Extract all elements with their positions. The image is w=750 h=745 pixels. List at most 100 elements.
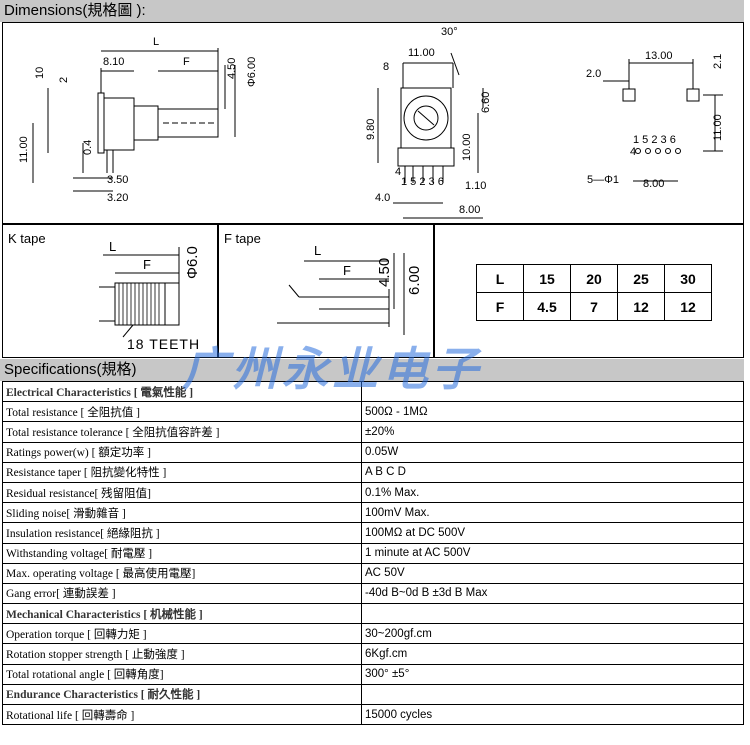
front-dim-label: 11.00 — [408, 47, 435, 59]
spec-section-row: Endurance Characteristics [ 耐久性能 ] — [2, 683, 744, 706]
spec-row: Gang error[ 連動誤差 ]-40d B~0d B ±3d B Max — [2, 582, 744, 605]
front-pin4-label: 4 — [395, 166, 401, 178]
spec-key: Total rotational angle [ 回轉角度] — [2, 663, 362, 685]
front-dim-label: 6.60 — [480, 92, 492, 113]
spec-section-empty — [361, 683, 744, 706]
front-view-drawing — [377, 52, 484, 219]
side-L-label: L — [153, 36, 159, 48]
lf-row-F: F 4.5 7 12 12 — [476, 292, 712, 321]
lf-cell: L — [476, 264, 524, 293]
spec-key: Residual resistance[ 残留阻值] — [2, 481, 362, 504]
lf-cell: 15 — [523, 264, 571, 293]
front-dim-label: 9.80 — [365, 119, 377, 140]
side-view-drawing — [32, 48, 236, 192]
spec-section-title: Mechanical Characteristics [ 机械性能 ] — [2, 603, 362, 625]
spec-value: 100MΩ at DC 500V — [361, 522, 744, 544]
front-dim-label: 8 — [383, 61, 389, 73]
k-tape-F-label: F — [143, 257, 151, 272]
lf-cell: 20 — [570, 264, 618, 293]
pcb-dim-label: 8.00 — [643, 178, 664, 190]
side-dim-label: 0.4 — [82, 140, 94, 155]
f-tape-dim-label: 6.00 — [406, 266, 423, 295]
dimension-drawing-panel: L F 8.10 10 2 4.50 Φ6.00 11.00 0.4 3.50 … — [2, 22, 744, 224]
side-dim-label: 4.50 — [226, 58, 238, 79]
pcb-view-labels: 13.00 2.0 2.1 11.00 8.00 1 5 2 3 6 4 5—Φ… — [586, 50, 724, 190]
side-dim-label: 2 — [58, 77, 70, 83]
pcb-dim-label: 11.00 — [712, 114, 724, 141]
spec-row: Rotation stopper strength [ 止動強度 ]6Kgf.c… — [2, 643, 744, 665]
pcb-dim-label: 2.1 — [712, 54, 724, 69]
spec-row: Insulation resistance[ 絕緣阻抗 ]100MΩ at DC… — [2, 522, 744, 544]
spec-value: -40d B~0d B ±3d B Max — [361, 582, 744, 605]
front-angle-label: 30° — [441, 26, 458, 38]
spec-value: AC 50V — [361, 562, 744, 584]
pcb-view-drawing — [603, 59, 723, 182]
lf-cell: 30 — [664, 264, 712, 293]
spec-key: Insulation resistance[ 絕緣阻抗 ] — [2, 522, 362, 544]
f-tape-panel: F tape L F 4.50 6.00 — [218, 224, 434, 358]
pcb-dim-label: 2.0 — [586, 68, 601, 80]
spec-row: Total rotational angle [ 回轉角度]300° ±5° — [2, 663, 744, 685]
spec-section-empty — [361, 380, 744, 403]
spec-section-title: Electrical Characteristics [ 電氣性能 ] — [2, 380, 362, 403]
f-tape-label: F tape — [224, 231, 261, 246]
f-tape-dim-label: 4.50 — [376, 258, 393, 287]
k-tape-teeth-label: 18 TEETH — [127, 336, 200, 352]
spec-value: A B C D — [361, 461, 744, 483]
lf-table: L 15 20 25 30 F 4.5 7 12 12 — [476, 264, 712, 321]
side-F-label: F — [183, 56, 190, 68]
spec-key: Withstanding voltage[ 耐電壓 ] — [2, 542, 362, 564]
k-tape-drawing: K tape L F Φ6.0 18 TEETH — [8, 231, 201, 352]
k-tape-label: K tape — [8, 231, 46, 246]
front-pin-labels: 1 5 2 3 6 — [401, 176, 444, 188]
spec-key: Rotation stopper strength [ 止動強度 ] — [2, 643, 362, 665]
spec-row: Residual resistance[ 残留阻值]0.1% Max. — [2, 481, 744, 504]
lf-cell: 12 — [664, 292, 712, 321]
side-dim-label: 11.00 — [18, 136, 30, 163]
spec-value: 1 minute at AC 500V — [361, 542, 744, 564]
f-tape-drawing: F tape L F 4.50 6.00 — [224, 231, 423, 335]
spec-section-row: Electrical Characteristics [ 電氣性能 ] — [2, 380, 744, 403]
k-tape-dia-label: Φ6.0 — [184, 246, 201, 279]
front-dim-label: 8.00 — [459, 204, 480, 216]
spec-row: Operation torque [ 回轉力矩 ]30~200gf.cm — [2, 623, 744, 645]
side-dim-label: 3.50 — [107, 174, 128, 186]
lf-cell: 4.5 — [523, 292, 571, 321]
spec-section-title: Endurance Characteristics [ 耐久性能 ] — [2, 683, 362, 706]
front-dim-label: 4.0 — [375, 192, 390, 204]
spec-value: 30~200gf.cm — [361, 623, 744, 645]
side-dim-label: 10 — [34, 67, 46, 79]
spec-key: Total resistance tolerance [ 全阻抗值容許差 ] — [2, 421, 362, 443]
spec-value: 15000 cycles — [361, 703, 744, 726]
pcb-pin-labels: 1 5 2 3 6 — [633, 134, 676, 146]
spec-key: Sliding noise[ 滑動雜音 ] — [2, 502, 362, 524]
side-view-labels: L F 8.10 10 2 4.50 Φ6.00 11.00 0.4 3.50 … — [18, 36, 258, 204]
spec-value: 6Kgf.cm — [361, 643, 744, 665]
f-tape-F-label: F — [343, 263, 351, 278]
dimension-drawings: L F 8.10 10 2 4.50 Φ6.00 11.00 0.4 3.50 … — [18, 26, 724, 219]
spec-value: 0.05W — [361, 441, 744, 463]
lf-table-panel: L 15 20 25 30 F 4.5 7 12 12 — [434, 224, 744, 358]
spec-row: Withstanding voltage[ 耐電壓 ]1 minute at A… — [2, 542, 744, 564]
f-tape-L-label: L — [314, 243, 321, 258]
lf-row-L: L 15 20 25 30 — [476, 264, 712, 293]
spec-key: Ratings power(w) [ 額定功率 ] — [2, 441, 362, 463]
specifications-table: Electrical Characteristics [ 電氣性能 ]Total… — [2, 380, 744, 726]
lf-cell: 25 — [617, 264, 665, 293]
dimensions-header: Dimensions(規格圖 ): — [0, 0, 744, 22]
spec-row: Total resistance tolerance [ 全阻抗值容許差 ]±2… — [2, 421, 744, 443]
lf-cell: F — [476, 292, 524, 321]
spec-row: Total resistance [ 全阻抗值 ]500Ω - 1MΩ — [2, 401, 744, 423]
specifications-header: Specifications(規格) — [0, 359, 744, 381]
spec-row: Resistance taper [ 阻抗變化特性 ]A B C D — [2, 461, 744, 483]
side-dim-label: 3.20 — [107, 192, 128, 204]
spec-value: ±20% — [361, 421, 744, 443]
spec-value: 100mV Max. — [361, 502, 744, 524]
spec-key: Resistance taper [ 阻抗變化特性 ] — [2, 461, 362, 483]
front-dim-label: 1.10 — [465, 180, 486, 192]
spec-value: 0.1% Max. — [361, 481, 744, 504]
spec-row: Rotational life [ 回轉壽命 ]15000 cycles — [2, 703, 744, 726]
lf-cell: 12 — [617, 292, 665, 321]
k-tape-L-label: L — [109, 239, 116, 254]
spec-key: Total resistance [ 全阻抗值 ] — [2, 401, 362, 423]
